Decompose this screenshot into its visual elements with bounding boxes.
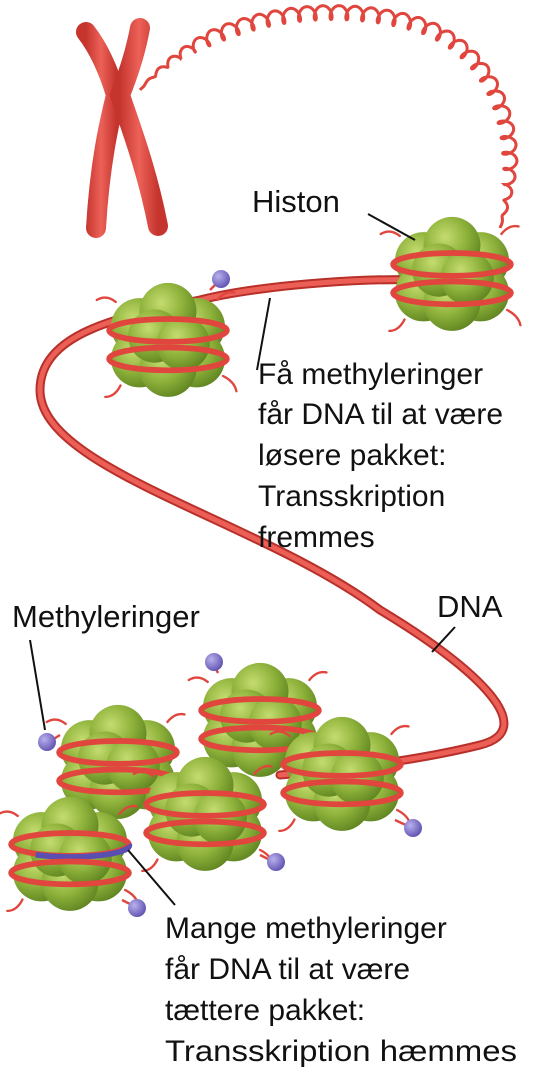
few-methylations-line: Få methyleringer xyxy=(258,358,483,391)
dna-label: DNA xyxy=(437,589,503,624)
many-methylations-line: Transskription hæmmes xyxy=(165,1035,517,1068)
dna-leader xyxy=(431,626,456,653)
histone-compact-cluster xyxy=(0,662,412,913)
many-methylations-caption: Mange methyleringer får DNA til at være … xyxy=(165,912,517,1068)
leader-lines xyxy=(29,213,456,906)
few-methylations-leader xyxy=(256,297,271,371)
many-methylations-line: tættere pakket: xyxy=(165,994,365,1027)
methyl-group-icon xyxy=(394,818,422,837)
many-methylations-line: Mange methyleringer xyxy=(165,912,447,945)
few-methylations-caption: Få methyleringer får DNA til at være løs… xyxy=(258,358,503,554)
histone-top xyxy=(379,216,522,333)
methylations-leader xyxy=(29,639,46,731)
methyl-group-icon xyxy=(209,270,230,291)
histone-leader xyxy=(367,213,416,241)
methyl-group-icon xyxy=(121,898,146,917)
few-methylations-line: Transskription xyxy=(258,480,445,513)
histone-label: Histon xyxy=(252,184,340,219)
methyl-groups xyxy=(38,653,422,917)
chromosome-icon xyxy=(76,18,168,238)
dna-supercoil xyxy=(138,4,519,229)
methyl-group-icon xyxy=(205,653,223,674)
many-methylations-leader xyxy=(127,849,176,906)
methylations-label: Methyleringer xyxy=(12,599,200,634)
few-methylations-line: løsere pakket: xyxy=(258,439,446,472)
few-methylations-line: fremmes xyxy=(258,521,375,554)
many-methylations-line: får DNA til at være xyxy=(165,953,410,986)
few-methylations-line: får DNA til at være xyxy=(258,398,503,431)
methyl-group-icon xyxy=(38,733,61,751)
methyl-group-icon xyxy=(259,853,285,871)
